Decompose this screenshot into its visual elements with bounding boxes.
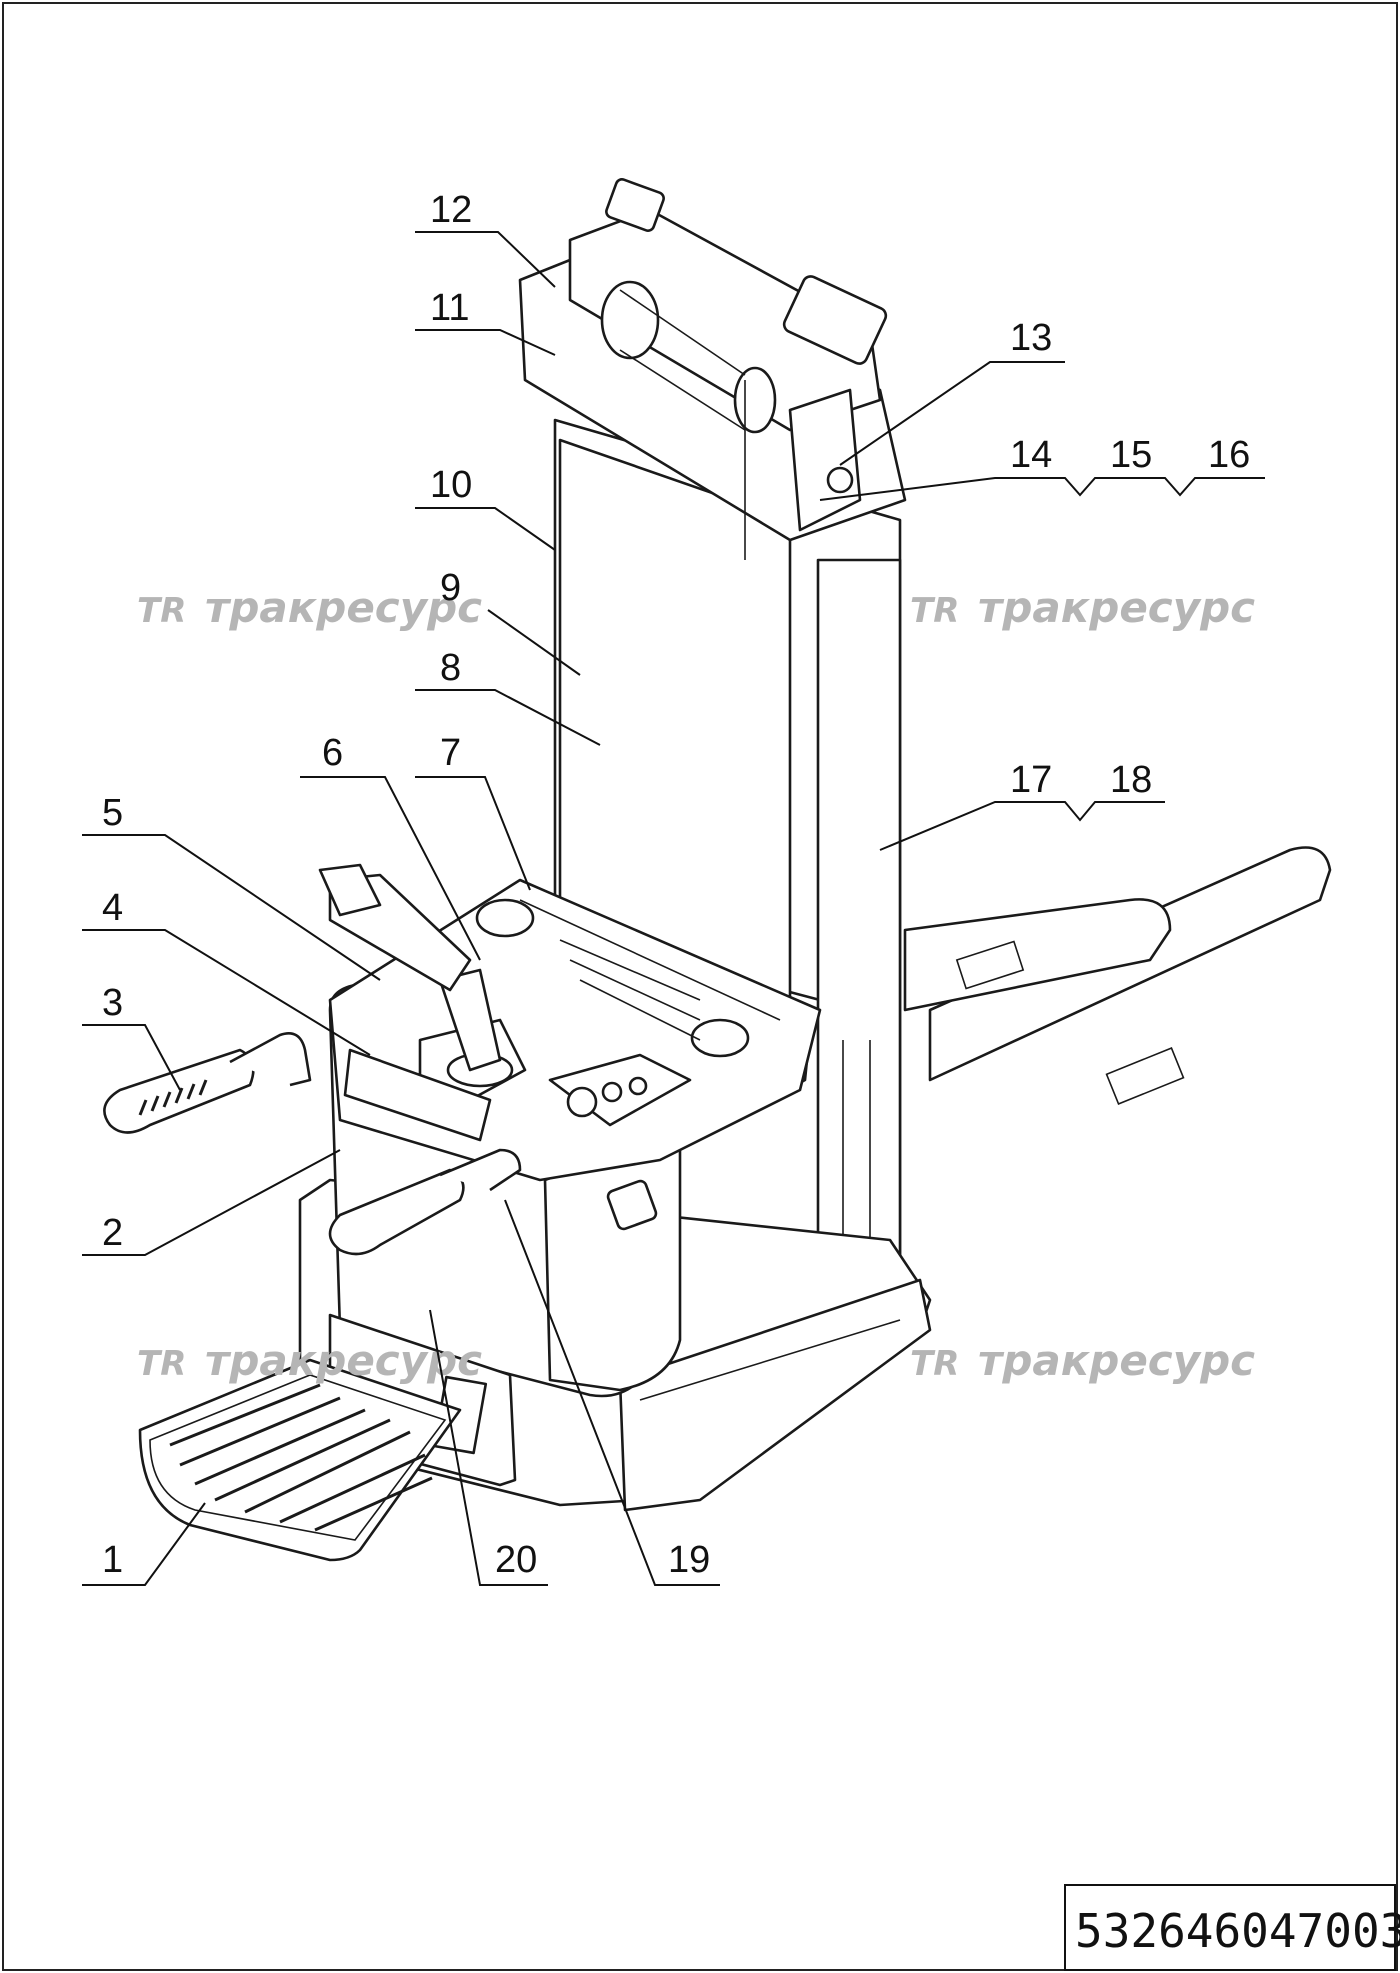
emergency-stop-button (566, 1086, 598, 1118)
svg-text:3: 3 (102, 982, 123, 1024)
mast-column (816, 558, 902, 1282)
callout-14-15-16: 14 15 16 (819, 434, 1265, 501)
chain-pulley-left (600, 280, 660, 360)
callout-19: 19 (504, 1199, 720, 1586)
platform-tread (169, 1383, 433, 1532)
part-number: 532646047003 (1075, 1904, 1400, 1958)
svg-text:TR: TR (137, 1344, 186, 1384)
svg-text:9: 9 (440, 567, 461, 609)
callout-2: 2 (82, 1149, 341, 1256)
svg-text:10: 10 (430, 464, 472, 506)
callout-20: 20 (429, 1309, 548, 1586)
callout-3: 3 (82, 982, 181, 1091)
svg-text:20: 20 (495, 1539, 537, 1581)
svg-text:тракресурс: тракресурс (205, 583, 482, 632)
callout-4: 4 (82, 887, 371, 1056)
handle-support (343, 1048, 492, 1142)
svg-text:TR: TR (910, 1344, 959, 1384)
svg-text:TR: TR (910, 591, 959, 631)
svg-text:8: 8 (440, 647, 461, 689)
tiller-handle (318, 863, 382, 917)
cup-holder-front (690, 1018, 750, 1058)
callout-5: 5 (82, 792, 381, 981)
svg-text:тракресурс: тракресурс (205, 1336, 482, 1385)
callout-10: 10 (415, 464, 556, 551)
svg-text:6: 6 (322, 732, 343, 774)
svg-text:17: 17 (1010, 759, 1052, 801)
svg-text:15: 15 (1110, 434, 1152, 476)
fork-left (903, 898, 1172, 1012)
watermark-top-right: TR тракресурс (910, 583, 1255, 632)
handle-grip-ribs (138, 1079, 208, 1116)
svg-text:5: 5 (102, 792, 123, 834)
callout-6: 6 (300, 732, 481, 961)
part-number-box: 532646047003 (1064, 1884, 1400, 1971)
svg-text:12: 12 (430, 189, 472, 231)
callout-1: 1 (82, 1502, 206, 1586)
watermark-bottom-right: TR тракресурс (910, 1336, 1255, 1385)
callout-12: 12 (415, 189, 556, 288)
mast-bracket (788, 388, 862, 532)
svg-text:13: 13 (1010, 317, 1052, 359)
pallet-stacker-drawing (103, 178, 1332, 1562)
svg-text:TR: TR (137, 591, 186, 631)
key-switch (601, 1081, 623, 1103)
svg-text:2: 2 (102, 1212, 123, 1254)
callout-9: 9 (440, 567, 581, 676)
tiller-arm (438, 968, 502, 1072)
watermark-bottom-left: TR тракресурс (137, 1336, 482, 1385)
cup-holder-rear (475, 898, 535, 938)
callout-7: 7 (415, 732, 531, 891)
callout-13: 13 (839, 317, 1065, 466)
callout-11: 11 (415, 287, 556, 356)
svg-text:7: 7 (440, 732, 461, 774)
svg-text:тракресурс: тракресурс (978, 1336, 1255, 1385)
svg-text:4: 4 (102, 887, 123, 929)
chassis-side (618, 1278, 932, 1512)
svg-text:тракресурс: тракресурс (978, 583, 1255, 632)
svg-text:19: 19 (668, 1539, 710, 1581)
svg-text:16: 16 (1208, 434, 1250, 476)
watermark-top-left: TR тракресурс (137, 583, 482, 632)
svg-text:18: 18 (1110, 759, 1152, 801)
callout-17-18: 17 18 (879, 759, 1165, 851)
callout-8: 8 (415, 647, 601, 746)
chain-pulley-right (733, 366, 777, 434)
svg-text:1: 1 (102, 1539, 123, 1581)
svg-text:11: 11 (430, 287, 469, 329)
svg-text:14: 14 (1010, 434, 1052, 476)
